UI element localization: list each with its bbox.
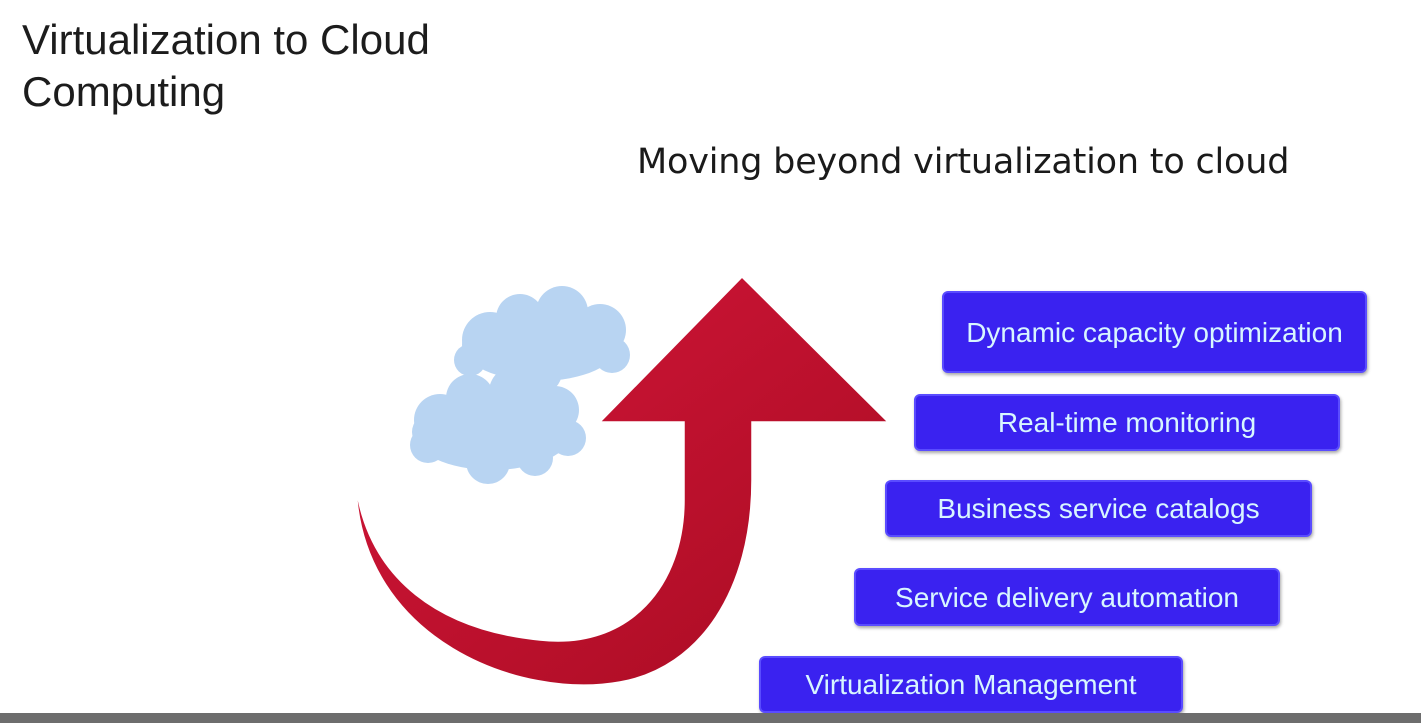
cloud-lower-icon: [410, 366, 586, 484]
step-label: Service delivery automation: [895, 581, 1239, 613]
step-real-time-monitoring: Real-time monitoring: [914, 394, 1340, 451]
curved-arrow-icon: [355, 275, 890, 686]
step-virtualization-management: Virtualization Management: [759, 656, 1183, 713]
step-label: Business service catalogs: [937, 493, 1260, 524]
slide-title: Virtualization to Cloud Computing: [22, 16, 430, 115]
step-label: Virtualization Management: [805, 669, 1137, 700]
step-business-service-catalogs: Business service catalogs: [885, 480, 1312, 537]
step-service-delivery-automation: Service delivery automation: [854, 568, 1280, 626]
step-label: Real-time monitoring: [997, 407, 1257, 438]
step-dynamic-capacity-optimization: Dynamic capacity optimization: [942, 291, 1367, 373]
bottom-bar: [0, 713, 1421, 723]
slide-subtitle: Moving beyond virtualization to cloud: [637, 142, 1290, 182]
step-label: Dynamic capacity optimization: [966, 316, 1343, 348]
